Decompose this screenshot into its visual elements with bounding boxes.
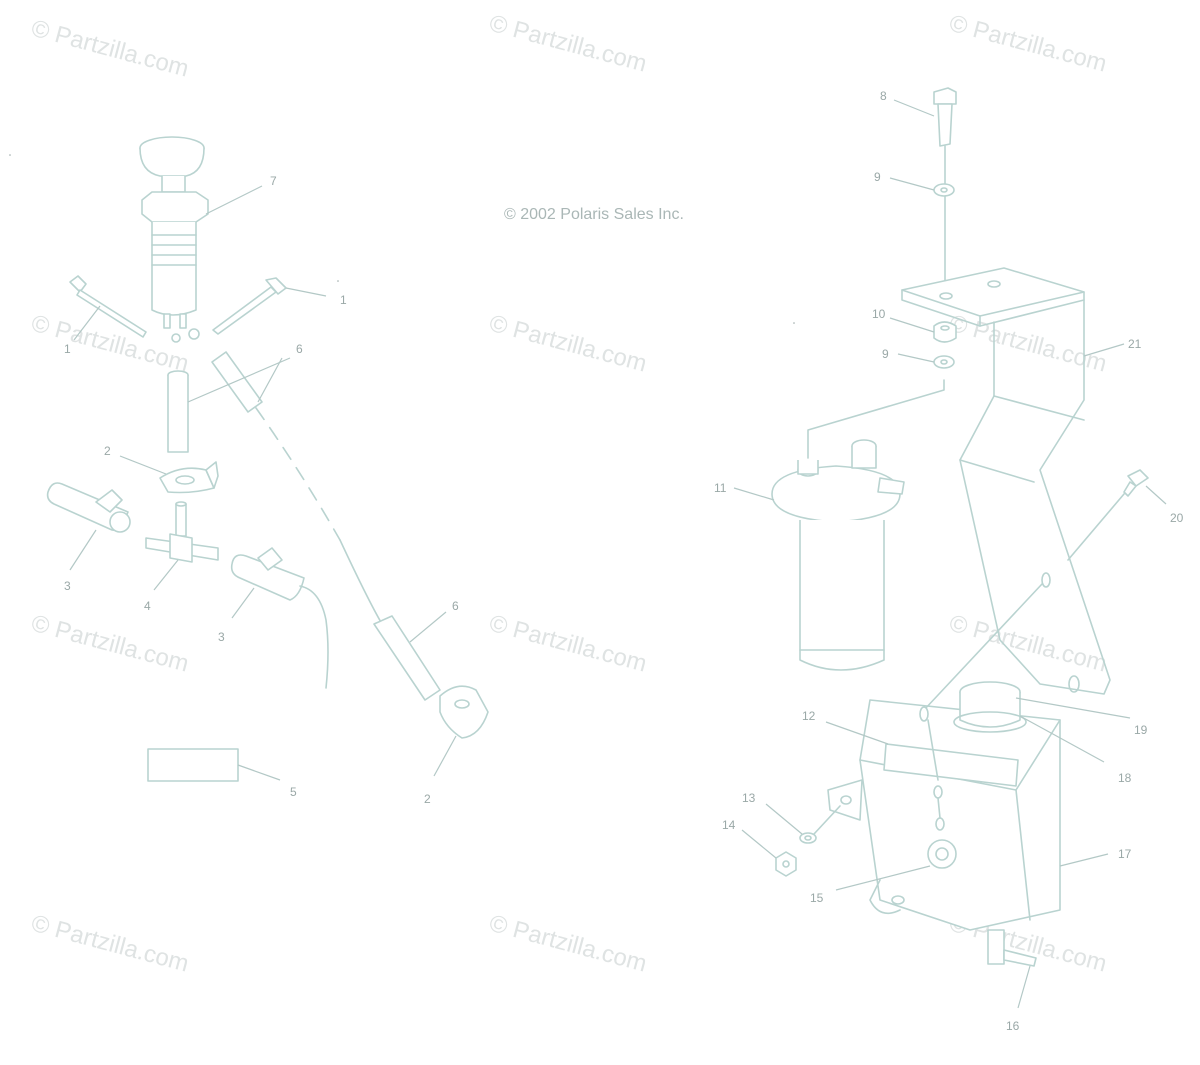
callout-12[interactable]: 12 xyxy=(802,709,816,723)
leader-line xyxy=(69,529,97,571)
callout-1[interactable]: 1 xyxy=(64,342,71,356)
callout-3[interactable]: 3 xyxy=(218,630,225,644)
hose-part[interactable] xyxy=(167,351,441,701)
cable-tie-part[interactable] xyxy=(212,277,287,335)
leader-line xyxy=(1017,965,1031,1009)
leader-line xyxy=(741,829,777,859)
hose-clamp-part[interactable] xyxy=(230,547,329,689)
watermark: © Partzilla.com xyxy=(486,910,649,978)
watermark: © Partzilla.com xyxy=(946,10,1109,78)
leader-line xyxy=(153,559,179,591)
leader-line xyxy=(237,764,281,781)
callout-21[interactable]: 21 xyxy=(1128,337,1142,351)
callout-10[interactable]: 10 xyxy=(872,307,886,321)
callout-11[interactable]: 11 xyxy=(714,481,727,495)
leader-line xyxy=(889,177,935,191)
tee-fitting-part[interactable] xyxy=(145,501,219,563)
leader-line xyxy=(257,357,283,403)
callout-4[interactable]: 4 xyxy=(144,599,151,613)
filler-cap-part[interactable] xyxy=(953,681,1027,733)
bracket-part[interactable] xyxy=(901,267,1111,695)
cable-tie-part[interactable] xyxy=(69,275,147,338)
watermark: © Partzilla.com xyxy=(486,10,649,78)
leader-line xyxy=(825,721,889,745)
leader-line xyxy=(1059,853,1109,867)
callout-15[interactable]: 15 xyxy=(810,891,824,905)
clamp-part[interactable] xyxy=(159,461,219,494)
watermark: © Partzilla.com xyxy=(28,15,191,83)
callout-13[interactable]: 13 xyxy=(742,791,756,805)
clamp-part[interactable] xyxy=(439,685,489,739)
leader-line xyxy=(889,317,935,333)
leader-line xyxy=(285,287,327,297)
leader-line xyxy=(765,803,803,835)
fuel-filter-part[interactable] xyxy=(771,379,945,671)
callout-2[interactable]: 2 xyxy=(104,444,111,458)
nut-part[interactable] xyxy=(933,321,957,343)
leader-line xyxy=(1083,343,1125,357)
leader-line xyxy=(1015,697,1131,719)
callout-14[interactable]: 14 xyxy=(722,818,736,832)
callout-3[interactable]: 3 xyxy=(64,579,71,593)
callout-17[interactable]: 17 xyxy=(1118,847,1132,861)
callout-19[interactable]: 19 xyxy=(1134,723,1148,737)
leader-line xyxy=(409,611,447,643)
leader-line xyxy=(1145,485,1167,505)
screw-part[interactable] xyxy=(1067,469,1149,561)
callout-7[interactable]: 7 xyxy=(270,174,277,188)
callout-6[interactable]: 6 xyxy=(296,342,303,356)
leader-line xyxy=(893,99,935,117)
leader-line xyxy=(73,305,101,341)
watermark: © Partzilla.com xyxy=(946,610,1109,678)
callout-9[interactable]: 9 xyxy=(874,170,881,184)
watermark: © Partzilla.com xyxy=(946,310,1109,378)
washer-part[interactable] xyxy=(933,355,955,369)
leader-line xyxy=(835,865,931,891)
watermark: © Partzilla.com xyxy=(486,310,649,378)
callout-20[interactable]: 20 xyxy=(1170,511,1184,525)
primer-knob-part[interactable] xyxy=(139,136,209,343)
grommet-part[interactable] xyxy=(927,839,957,869)
watermark: © Partzilla.com xyxy=(28,610,191,678)
callout-6[interactable]: 6 xyxy=(452,599,459,613)
drain-fitting-part[interactable] xyxy=(987,929,1037,967)
scan-speck xyxy=(793,322,795,324)
copyright-notice: © 2002 Polaris Sales Inc. xyxy=(504,206,684,223)
leader-line xyxy=(897,353,935,363)
callout-1[interactable]: 1 xyxy=(340,293,347,307)
leader-line xyxy=(231,587,255,619)
warning-label-part[interactable] xyxy=(883,743,1019,787)
callout-9[interactable]: 9 xyxy=(882,347,889,361)
watermark: © Partzilla.com xyxy=(486,610,649,678)
decal-part[interactable] xyxy=(147,748,239,782)
scan-speck xyxy=(337,280,339,282)
washer-part[interactable] xyxy=(799,805,841,844)
leader-line xyxy=(119,455,167,475)
bolt-part[interactable] xyxy=(933,87,957,291)
scan-speck xyxy=(9,154,11,156)
leader-line xyxy=(433,735,457,777)
nut-part[interactable] xyxy=(775,851,797,877)
leader-line xyxy=(205,185,263,215)
hose-clamp-part[interactable] xyxy=(46,482,131,533)
callout-2[interactable]: 2 xyxy=(424,792,431,806)
washer-part[interactable] xyxy=(933,183,955,197)
callout-8[interactable]: 8 xyxy=(880,89,887,103)
callout-5[interactable]: 5 xyxy=(290,785,297,799)
watermark: © Partzilla.com xyxy=(28,910,191,978)
level-sensor-part[interactable] xyxy=(919,572,1051,831)
leader-line xyxy=(1019,715,1105,763)
callout-18[interactable]: 18 xyxy=(1118,771,1132,785)
leader-line xyxy=(733,487,775,501)
callout-16[interactable]: 16 xyxy=(1006,1019,1020,1033)
leader-line xyxy=(187,357,291,403)
